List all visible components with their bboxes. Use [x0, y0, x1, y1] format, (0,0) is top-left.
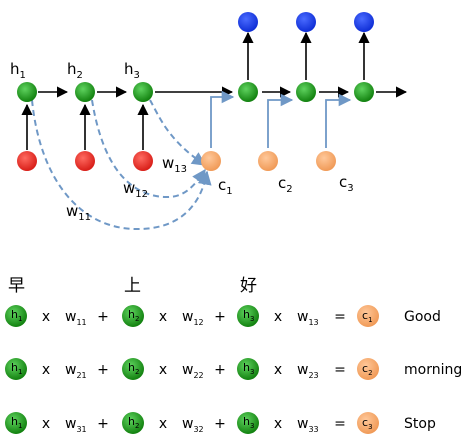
hidden-label-h1: h1	[10, 60, 26, 81]
context-node	[357, 305, 379, 327]
hidden-state-label: h2	[128, 361, 139, 376]
output-word: Stop	[404, 416, 436, 432]
equation-row: h1 x w11 + h2 x w12 + h3 x w13 = c1 Good	[5, 305, 441, 327]
weight-label-w11: w11	[66, 202, 91, 223]
hidden-state-node	[237, 412, 259, 434]
input-node	[17, 151, 37, 171]
times-symbol: x	[159, 309, 167, 325]
hidden-state-node	[122, 358, 144, 380]
hidden-label-h3: h3	[124, 60, 140, 81]
output-node	[296, 12, 316, 32]
weight-term: w23	[297, 362, 319, 380]
attention-curve	[149, 99, 207, 166]
weight-term: w32	[182, 416, 204, 434]
context-label-c3: c3	[339, 173, 354, 194]
equation-row: h1 x w31 + h2 x w32 + h3 x w33 = c3 Stop	[5, 412, 436, 434]
context-arrow	[210, 90, 235, 148]
equals-symbol: =	[334, 309, 346, 325]
input-node	[133, 151, 153, 171]
output-node	[354, 12, 374, 32]
hidden-state-label: h2	[128, 415, 139, 430]
hidden-state-node	[5, 412, 27, 434]
hidden-state-node	[237, 358, 259, 380]
times-symbol: x	[159, 416, 167, 432]
context-label: c3	[362, 416, 373, 431]
times-symbol: x	[274, 362, 282, 378]
network-diagram: h1 h2 h3 c1 c2 c3 w13 w12 w11	[10, 12, 408, 231]
context-label-c2: c2	[278, 174, 293, 195]
encoder-hidden-node	[17, 82, 37, 102]
character-zao: 早	[8, 276, 25, 296]
weight-label-w13: w13	[162, 154, 187, 175]
equals-symbol: =	[334, 362, 346, 378]
weight-label-w12: w12	[123, 179, 148, 200]
decoder-hidden-node	[238, 82, 258, 102]
times-symbol: x	[42, 309, 50, 325]
plus-symbol: +	[97, 309, 109, 325]
times-symbol: x	[274, 309, 282, 325]
encoder-hidden-node	[133, 82, 153, 102]
output-word: morning	[404, 362, 462, 378]
weight-term: w12	[182, 309, 204, 327]
weight-term: w22	[182, 362, 204, 380]
hidden-state-label: h3	[243, 361, 254, 376]
hidden-state-label: h3	[243, 308, 254, 323]
weight-term: w31	[65, 416, 87, 434]
weight-term: w11	[65, 309, 87, 327]
character-shang: 上	[124, 276, 141, 296]
hidden-state-node	[5, 305, 27, 327]
context-node	[357, 358, 379, 380]
hidden-state-label: h1	[11, 415, 22, 430]
weight-term: w13	[297, 309, 319, 327]
hidden-state-label: h2	[128, 308, 139, 323]
equals-symbol: =	[334, 416, 346, 432]
context-node	[316, 151, 336, 171]
times-symbol: x	[42, 362, 50, 378]
character-hao: 好	[240, 276, 257, 296]
decoder-hidden-node	[354, 82, 374, 102]
plus-symbol: +	[97, 416, 109, 432]
output-word: Good	[404, 309, 441, 325]
plus-symbol: +	[214, 362, 226, 378]
context-label: c1	[362, 309, 373, 324]
context-node	[357, 412, 379, 434]
plus-symbol: +	[214, 416, 226, 432]
hidden-state-node	[122, 305, 144, 327]
source-characters: 早 上 好	[8, 276, 257, 296]
weight-term: w33	[297, 416, 319, 434]
plus-symbol: +	[214, 309, 226, 325]
context-label: c2	[362, 362, 373, 377]
plus-symbol: +	[97, 362, 109, 378]
context-arrow	[267, 93, 294, 148]
attention-curve	[91, 99, 206, 199]
context-node	[258, 151, 278, 171]
hidden-state-label: h3	[243, 415, 254, 430]
times-symbol: x	[159, 362, 167, 378]
encoder-hidden-node	[75, 82, 95, 102]
hidden-state-node	[237, 305, 259, 327]
decoder-hidden-node	[296, 82, 316, 102]
context-label-c1: c1	[218, 176, 233, 197]
hidden-state-node	[122, 412, 144, 434]
equations: h1 x w11 + h2 x w12 + h3 x w13 = c1 Good h1 x w21 + h2 x w22…	[5, 305, 462, 434]
attention-curve	[31, 99, 212, 231]
context-node	[201, 151, 221, 171]
times-symbol: x	[274, 416, 282, 432]
equation-row: h1 x w21 + h2 x w22 + h3 x w23 = c2 morning	[5, 358, 462, 380]
hidden-state-label: h1	[11, 361, 22, 376]
weight-term: w21	[65, 362, 87, 380]
context-arrow	[325, 93, 352, 148]
output-node	[238, 12, 258, 32]
hidden-label-h2: h2	[67, 60, 83, 81]
times-symbol: x	[42, 416, 50, 432]
hidden-state-label: h1	[11, 308, 22, 323]
input-node	[75, 151, 95, 171]
hidden-state-node	[5, 358, 27, 380]
